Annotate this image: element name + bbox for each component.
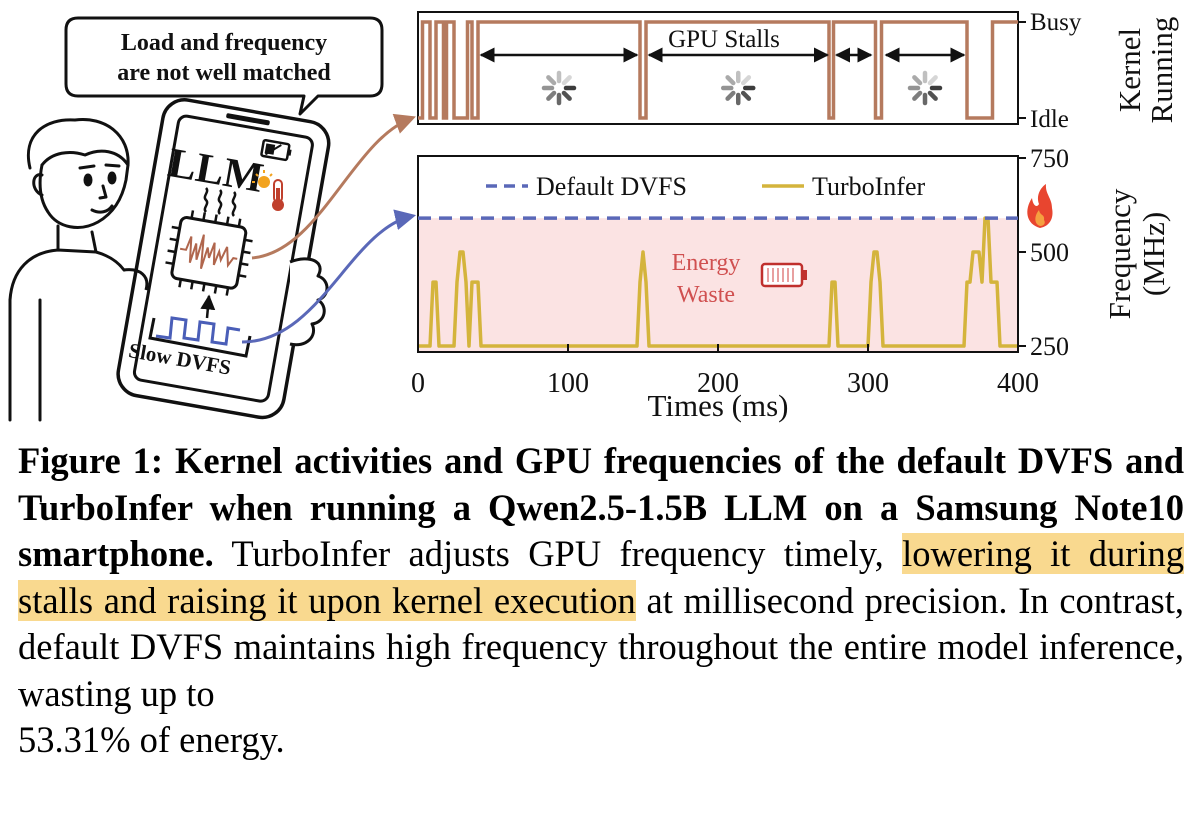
spinner-spoke <box>927 90 938 101</box>
kernel-panel: GPU Stalls Busy Idle Kernel Running <box>417 9 1179 133</box>
spinner-spoke <box>546 75 557 86</box>
spinner-spoke <box>740 90 752 101</box>
y-tick-label: 250 <box>1030 332 1069 361</box>
energy-waste-label-2: Waste <box>677 282 735 308</box>
spinner-spoke <box>546 90 557 101</box>
gpu-chip-icon <box>165 210 253 296</box>
caption-text-2: at millisecond precision. In contrast, d… <box>18 579 1185 714</box>
x-axis-label: Times (ms) <box>648 388 789 423</box>
kernel-ylabel-line-2: Running <box>1144 17 1179 124</box>
kernel-panel-frame <box>417 11 1019 125</box>
heat-sun-icon <box>252 170 273 188</box>
x-tick-label: 200 <box>697 368 739 399</box>
kernel-ylabel-line-1: Kernel <box>1112 28 1147 112</box>
frequency-connector-arrow <box>241 209 417 344</box>
loading-spinner-icon <box>721 70 756 106</box>
spinner-spoke <box>561 75 572 86</box>
frequency-ylabel-line-2: (MHz) <box>1136 212 1171 296</box>
spinner-spoke <box>725 75 736 86</box>
x-tick-label: 0 <box>411 368 425 399</box>
dvfs-wave-icon <box>155 316 241 346</box>
spinner-spoke <box>912 75 923 86</box>
spinner-spoke <box>561 90 572 101</box>
kernel-connector-arrow <box>251 113 416 260</box>
y-tick-label: 750 <box>1030 144 1069 173</box>
speech-bubble: Load and frequency are not well matched <box>64 16 384 116</box>
kernel-activity-line <box>418 20 1018 120</box>
loading-spinner-icon <box>541 70 577 106</box>
legend: Default DVFS TurboInfer <box>486 172 925 201</box>
y-tick-label: 500 <box>1030 238 1069 267</box>
frequency-panel: 0 100 200 300 400 250 500 750 Default DVFS Turb… <box>411 144 1171 423</box>
gpu-stalls-label: GPU Stalls <box>668 26 780 53</box>
x-tick-label: 300 <box>847 368 889 399</box>
figure-caption: Figure 1: Kernel activities and GPU freq… <box>18 438 1184 764</box>
battery-icon <box>260 138 292 162</box>
figure-svg: LLM <box>8 9 1179 423</box>
frequency-ylabel-line-1: Frequency <box>1102 188 1137 319</box>
loading-spinner-icon <box>907 70 943 106</box>
idle-label: Idle <box>1030 106 1069 133</box>
series-turboinfer-line <box>418 216 1018 348</box>
spinner-spoke <box>740 75 752 86</box>
legend-turboinfer-label: TurboInfer <box>812 172 925 201</box>
fire-icon <box>1027 184 1053 228</box>
heat-waves-icon <box>203 187 237 217</box>
speech-line-2: are not well matched <box>117 60 331 86</box>
spinner-spoke <box>912 90 923 101</box>
spinner-spoke <box>927 75 938 86</box>
low-battery-icon <box>760 262 807 288</box>
busy-label: Busy <box>1030 9 1082 36</box>
caption-title: Figure 1: Kernel activities and GPU freq… <box>18 440 1184 574</box>
speech-line-1: Load and frequency <box>121 30 327 56</box>
person-illustration <box>8 117 130 422</box>
spinner-spoke <box>725 90 736 101</box>
figure: LLM <box>8 9 1179 423</box>
legend-default-dvfs-label: Default DVFS <box>536 172 687 201</box>
caption-text-1: TurboInfer adjusts GPU frequency timely, <box>231 533 884 574</box>
illustration: LLM <box>8 16 417 422</box>
energy-waste-label-1: Energy <box>672 250 741 276</box>
up-arrow-icon <box>200 294 216 319</box>
dvfs-bracket-icon <box>148 317 252 358</box>
x-tick-label: 400 <box>997 368 1039 399</box>
thermometer-icon <box>272 179 284 211</box>
caption-last-line: 53.31% of energy. <box>18 719 285 760</box>
x-tick-label: 100 <box>547 368 589 399</box>
energy-waste-area <box>418 218 1018 352</box>
